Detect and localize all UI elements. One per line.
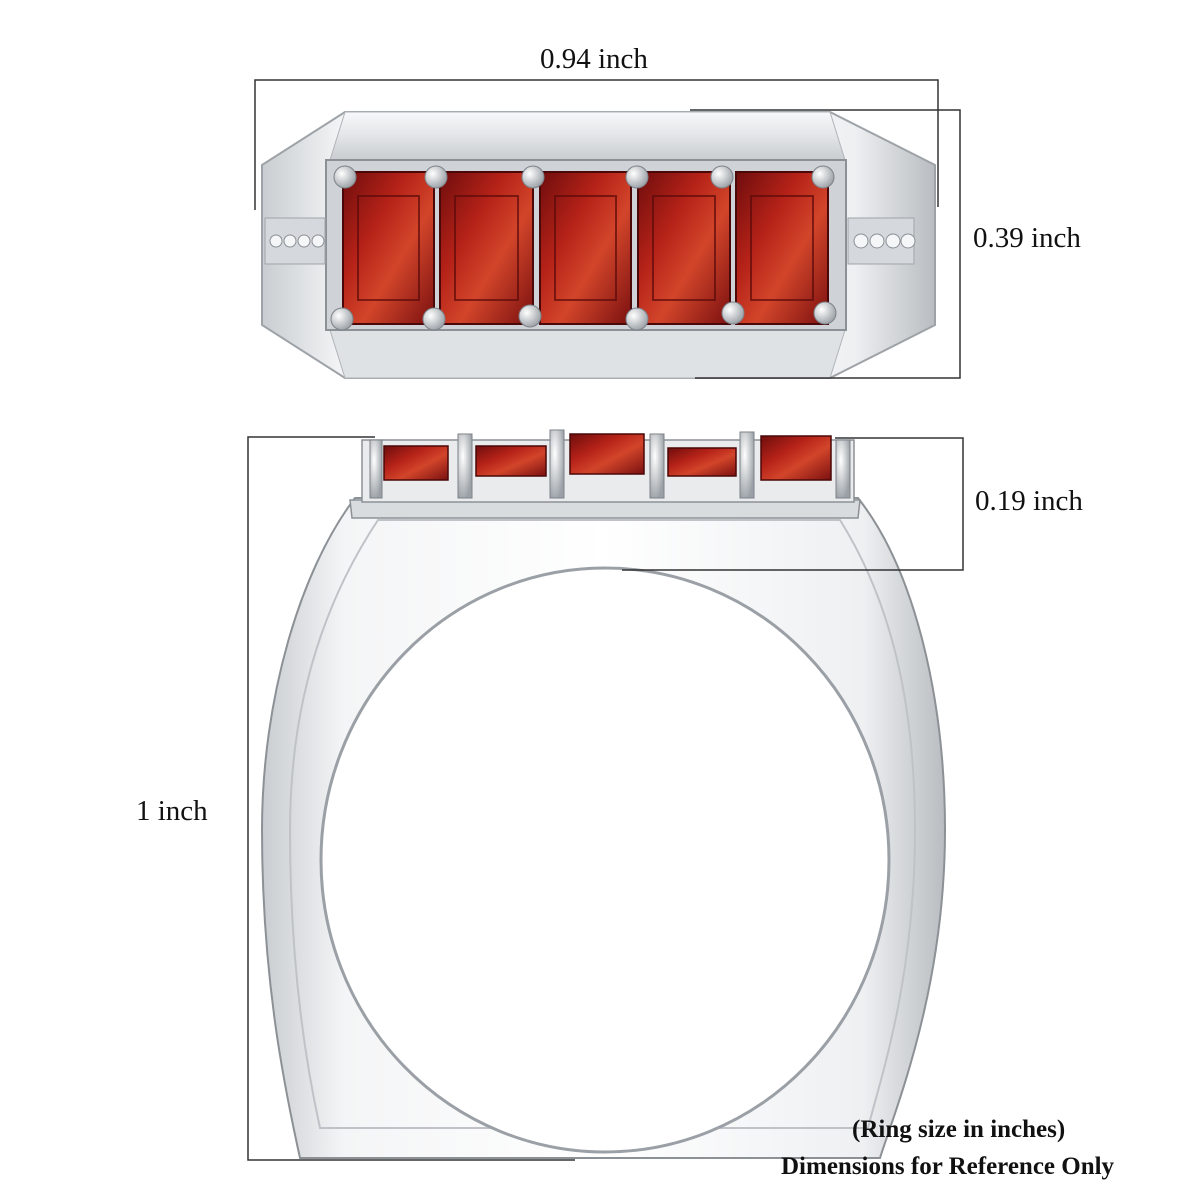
garnet-row-side — [383, 433, 832, 481]
accent-diamond — [853, 233, 869, 249]
ring-band-inner-edge — [288, 519, 917, 1129]
ring-top-bevel-upper — [329, 111, 846, 161]
prong — [549, 429, 565, 499]
accent-diamond — [311, 234, 325, 248]
prong — [369, 439, 383, 499]
dimension-lines-top — [254, 79, 961, 379]
prong — [739, 431, 755, 499]
prong — [422, 307, 446, 331]
prong — [333, 165, 357, 189]
prong — [721, 301, 745, 325]
garnet-stone — [439, 171, 534, 325]
prong — [710, 165, 734, 189]
prong — [424, 165, 448, 189]
prong — [625, 307, 649, 331]
accent-diamond — [297, 234, 311, 248]
prong — [625, 165, 649, 189]
top-height-bracket — [690, 109, 961, 379]
accent-diamond — [869, 233, 885, 249]
accent-diamond — [269, 234, 283, 248]
prong — [330, 307, 354, 331]
width-bracket — [254, 79, 939, 210]
setting-height-bracket — [622, 437, 964, 571]
prong — [835, 439, 851, 499]
accent-diamond — [885, 233, 901, 249]
prongs-side — [369, 429, 851, 499]
ring-top-bevel-lower — [329, 329, 846, 379]
setting-height-dimension-label: 0.19 inch — [975, 485, 1083, 517]
prong — [813, 301, 837, 325]
prong — [457, 433, 473, 499]
finger-hole — [319, 566, 891, 1154]
accent-diamonds-left — [269, 234, 325, 248]
ring-side-view — [260, 429, 947, 1159]
ring-size-note: (Ring size in inches) — [852, 1116, 1066, 1143]
top-height-dimension-label: 0.39 inch — [973, 222, 1081, 254]
prong — [649, 433, 665, 499]
prongs-top — [330, 165, 837, 331]
prong — [521, 165, 545, 189]
garnet-stone-side — [569, 433, 645, 475]
reference-disclaimer: Dimensions for Reference Only — [781, 1153, 1115, 1180]
total-height-dimension-label: 1 inch — [136, 795, 208, 827]
garnet-stone — [735, 171, 829, 325]
accent-diamond — [283, 234, 297, 248]
ring-top-view — [261, 111, 936, 379]
garnet-stone-side — [667, 447, 737, 477]
accent-diamond — [900, 233, 916, 249]
width-dimension-label: 0.94 inch — [540, 43, 648, 75]
garnet-stone — [539, 171, 632, 325]
accent-diamonds-right — [853, 233, 916, 249]
garnet-stone — [342, 171, 435, 325]
prong — [518, 304, 542, 328]
garnet-row-top — [342, 171, 829, 325]
garnet-stone-side — [760, 435, 832, 481]
garnet-stone-side — [475, 445, 547, 477]
dimension-lines-side — [247, 436, 964, 1161]
total-height-bracket — [247, 436, 575, 1161]
garnet-stone — [637, 171, 731, 325]
prong — [811, 165, 835, 189]
garnet-stone-side — [383, 445, 449, 481]
